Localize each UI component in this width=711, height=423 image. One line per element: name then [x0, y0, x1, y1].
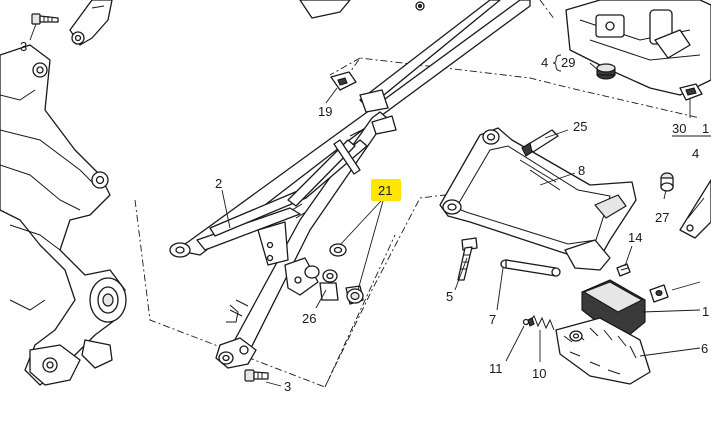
callout-30: 30: [672, 121, 686, 136]
right-edge-part: [679, 179, 711, 239]
callout-2: 2: [215, 176, 222, 191]
callout-26: 26: [302, 311, 316, 326]
callout-8: 8: [578, 163, 585, 178]
callout-7: 7: [489, 312, 496, 327]
footpeg-6: [555, 317, 651, 385]
callout-10: 10: [532, 366, 546, 381]
callout-4-right: 4: [692, 146, 699, 161]
callout-11: 11: [489, 361, 503, 376]
callout-labels: 3 2 19 21 26 3 4 29 30 1 4 25 8 27 14 5 …: [20, 39, 709, 394]
callout-27: 27: [655, 210, 669, 225]
grommet-29: [596, 63, 616, 80]
footrest-bracket-8: [439, 127, 637, 271]
bolt-3-top: [31, 13, 59, 25]
nut-27: [660, 172, 674, 192]
bushing-group-26: [304, 243, 347, 301]
pin-25: [521, 129, 559, 157]
leader-lines: [29, 23, 711, 387]
top-left-bracket: [69, 0, 113, 46]
screw-14: [616, 263, 631, 277]
callout-5: 5: [446, 289, 453, 304]
main-frame: [0, 44, 127, 386]
callout-21-highlight: [371, 179, 401, 201]
callout-3-bottom: 3: [284, 379, 291, 394]
nut-1-upper: [649, 284, 669, 303]
spring-10: [527, 314, 555, 331]
bolt-3-bottom: [244, 369, 269, 382]
pin-7: [500, 259, 561, 277]
plug-21: [345, 285, 364, 305]
ball-11: [522, 318, 530, 326]
assembly-outline-frame: [134, 57, 701, 388]
callout-4-left: 4: [541, 55, 548, 70]
callout-1-top-right: 1: [702, 121, 709, 136]
callout-1: 1: [702, 304, 709, 319]
callout-19: 19: [318, 104, 332, 119]
callout-21: 21: [378, 183, 392, 198]
callout-25: 25: [573, 119, 587, 134]
callout-6: 6: [701, 341, 708, 356]
clip-30: [679, 83, 703, 101]
callout-14: 14: [628, 230, 642, 245]
top-right-bracket-assembly: [299, 0, 711, 96]
clip-19: [330, 71, 357, 91]
callout-29: 29: [561, 55, 575, 70]
callout-3-top: 3: [20, 39, 27, 54]
subframe: [169, 0, 531, 369]
